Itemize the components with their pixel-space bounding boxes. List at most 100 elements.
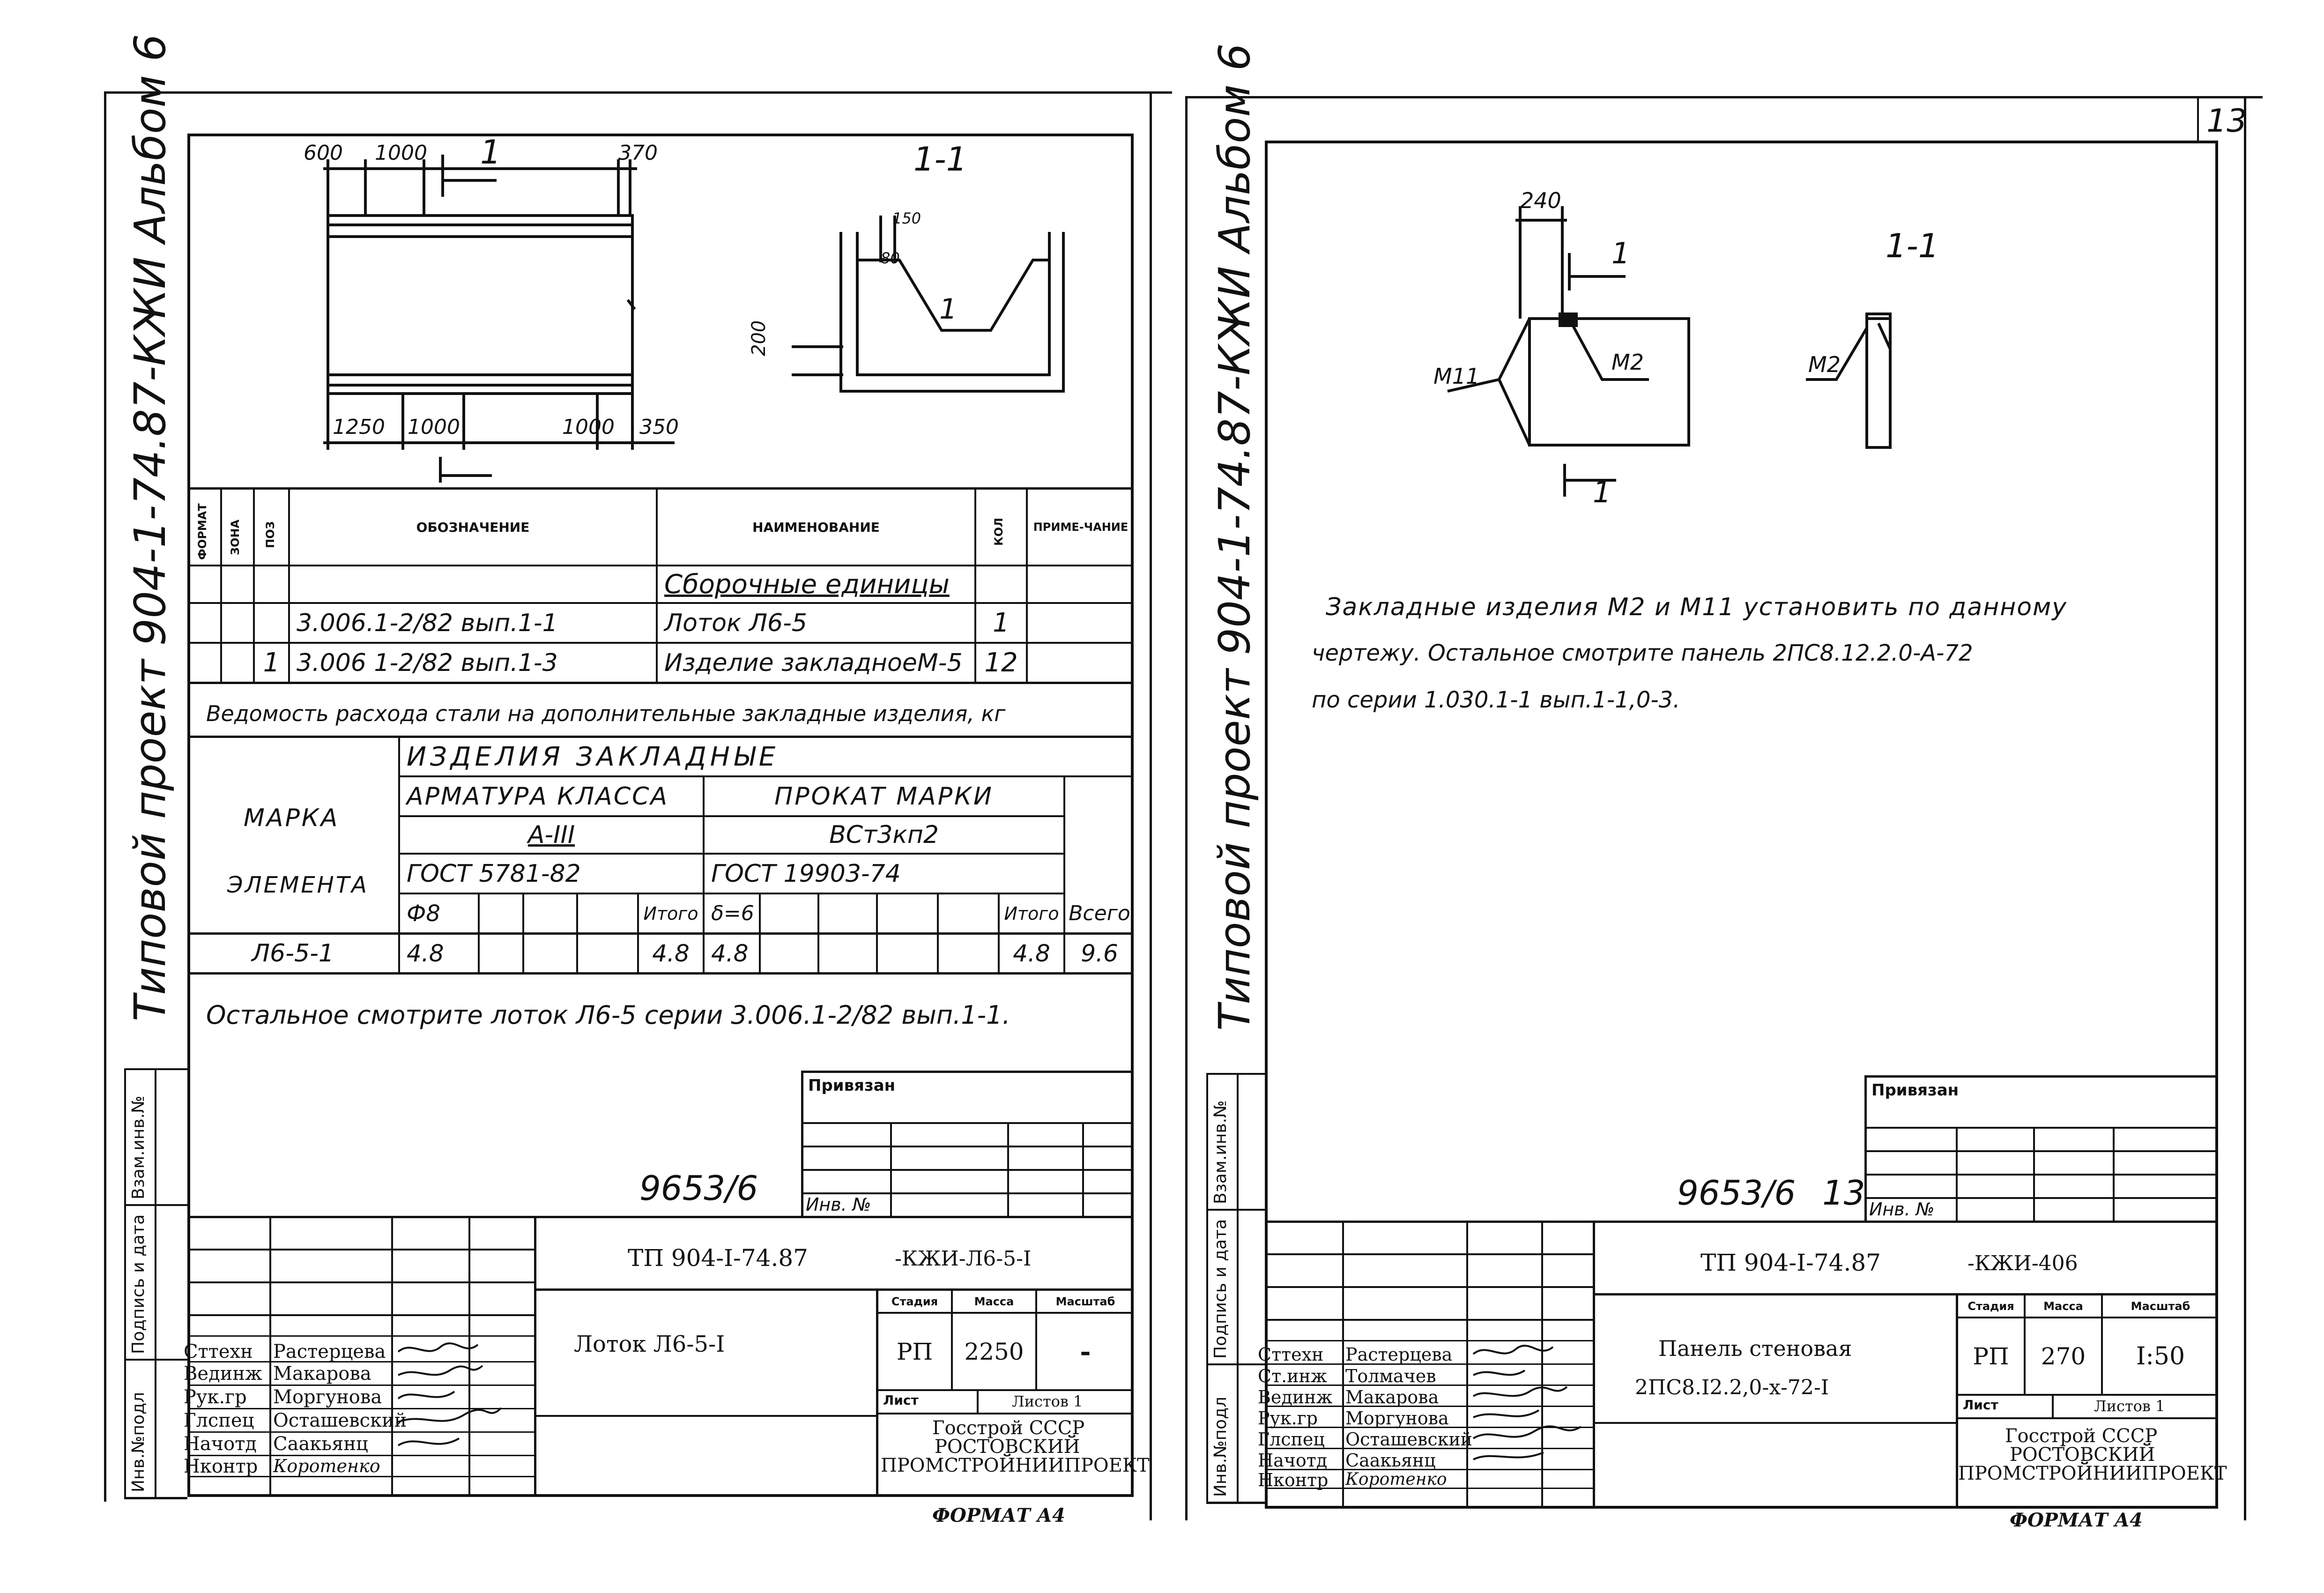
left-inv-no: Инв. № [806, 1194, 871, 1215]
page-number: 13 [2206, 103, 2247, 140]
steel-vsego: Всего [1069, 901, 1130, 925]
steel-itogo-2: Итого [1004, 903, 1059, 924]
left-stamp-massa-val: 2250 [964, 1338, 1024, 1365]
left-stamp-masshtab-val: - [1080, 1336, 1091, 1367]
right-label-1-bottom: 1 [1593, 475, 1611, 509]
spec-row-2-oboz: 3.006 1-2/82 вып.1-3 [297, 648, 558, 677]
right-role-4: Рук.гр [1258, 1408, 1318, 1429]
left-name-5: Саакьянц [273, 1433, 368, 1455]
right-stamp-title-1: Панель стеновая [1658, 1336, 1852, 1361]
right-note-3: по серии 1.030.1-1 вып.1-1,0-3. [1312, 687, 1680, 713]
right-archive-sheet: 13 [1822, 1173, 1865, 1213]
right-inv-no: Инв. № [1869, 1199, 1935, 1220]
right-side-stamp-inv: Инв.№подл [1211, 1396, 1230, 1497]
steel-row-vsego: 9.6 [1081, 940, 1118, 967]
right-name-5: Осташевский [1345, 1429, 1473, 1450]
right-note-2: чертежу. Остальное смотрите панель 2ПС8.… [1312, 640, 1973, 666]
right-archive-no: 9653/6 [1677, 1173, 1796, 1213]
dim-1000-top: 1000 [375, 141, 427, 165]
dim-600: 600 [304, 141, 343, 165]
left-section-label: 1-1 [913, 140, 967, 179]
right-outer-top [1185, 96, 2263, 98]
right-label-m11: М11 [1433, 364, 1480, 389]
right-role-1: Сттехн [1258, 1344, 1324, 1365]
left-stamp-stadiya: Стадия [891, 1295, 938, 1308]
steel-gost-arm: ГОСТ 5781-82 [407, 859, 581, 888]
spec-row-1-kol: 1 [993, 608, 1010, 638]
steel-row-mark: Л6-5-1 [252, 939, 334, 968]
left-name-1: Растерцева [273, 1341, 386, 1362]
right-outer-right [2244, 96, 2246, 1520]
right-signatures [1472, 1345, 1582, 1460]
left-note: Остальное смотрите лоток Л6-5 серии 3.00… [206, 1000, 1010, 1030]
left-outer-top [104, 91, 1172, 94]
right-role-7: Нконтр [1258, 1470, 1329, 1490]
right-stamp-org-3: ПРОМСТРОЙНИИПРОЕКТ [1958, 1463, 2227, 1484]
right-name-2: Толмачев [1345, 1366, 1436, 1386]
left-outer-left [104, 91, 106, 1502]
left-stamp-massa: Масса [974, 1295, 1014, 1308]
right-stamp-title-2: 2ПС8.I2.2,0-х-72-I [1635, 1376, 1829, 1399]
right-stamp-stadiya-val: РП [1973, 1342, 2009, 1370]
spec-section: Сборочные единицы [664, 569, 950, 600]
spec-header-oboz: ОБОЗНАЧЕНИЕ [416, 519, 530, 535]
right-role-6: Начотд [1258, 1450, 1328, 1471]
left-inner-frame [187, 134, 1134, 1497]
right-name-3: Макарова [1345, 1387, 1439, 1407]
left-stamp-code: ТП 904-I-74.87 [628, 1244, 808, 1272]
right-note-1: Закладные изделия М2 и М11 установить по… [1326, 593, 2068, 621]
right-name-1: Растерцева [1345, 1344, 1453, 1365]
left-stamp-title: Лоток Л6-5-I [574, 1331, 725, 1357]
spec-header-name: НАИМЕНОВАНИЕ [752, 519, 880, 535]
dim-1000-b1: 1000 [408, 415, 460, 439]
right-inner-frame [1265, 141, 2218, 1509]
steel-marka-2: ЭЛЕМЕНТА [227, 872, 369, 898]
left-privyazan: Привязан [808, 1076, 896, 1095]
left-stamp-org-1: Госстрой СССР [932, 1417, 1085, 1439]
left-signatures [397, 1342, 502, 1446]
steel-row-delta: 4.8 [711, 940, 749, 967]
left-stamp-stadiya-val: РП [896, 1338, 933, 1365]
right-stamp-listov: Листов 1 [2094, 1397, 2165, 1415]
spec-row-1-oboz: 3.006.1-2/82 вып.1-1 [297, 609, 558, 637]
right-stamp-masshtab: Масштаб [2131, 1299, 2190, 1313]
right-stamp-code: ТП 904-I-74.87 [1700, 1249, 1881, 1276]
right-stamp-massa: Масса [2043, 1299, 2083, 1313]
right-stamp-org-2: РОСТОВСКИЙ [2010, 1444, 2155, 1466]
dim-370: 370 [618, 141, 658, 165]
right-privyazan: Привязан [1871, 1081, 1959, 1100]
right-name-7: Коротенко [1345, 1470, 1447, 1489]
right-stamp-massa-val: 270 [2041, 1342, 2086, 1370]
steel-armatura: АРМАТУРА КЛАССА [407, 782, 669, 811]
left-stamp-org-3: ПРОМСТРОЙНИИПРОЕКТ [881, 1455, 1150, 1476]
steel-armatura-class: А-III [527, 821, 575, 849]
steel-itogo-1: Итого [643, 903, 698, 924]
spec-row-2-kol: 12 [984, 648, 1018, 678]
spec-header-note: ПРИМЕ-ЧАНИЕ [1033, 521, 1129, 534]
steel-row-itogo-1: 4.8 [652, 940, 690, 967]
dim-1250: 1250 [333, 415, 385, 439]
spec-row-2-poz: 1 [263, 648, 280, 678]
right-name-4: Моргунова [1345, 1408, 1449, 1429]
steel-table-title: Ведомость расхода стали на дополнительны… [206, 701, 1006, 726]
steel-phi: Ф8 [407, 900, 440, 927]
right-section-label: 1-1 [1886, 227, 1939, 265]
dim-350: 350 [639, 415, 679, 439]
right-label-m2: М2 [1611, 350, 1644, 375]
left-stamp-code-suffix: -КЖИ-Л6-5-I [895, 1247, 1032, 1271]
left-name-6: Коротенко [273, 1456, 380, 1476]
right-section-m2: М2 [1808, 352, 1841, 377]
spec-row-2-name: Изделие закладноеМ-5 [664, 648, 963, 677]
steel-delta: δ=6 [711, 901, 754, 925]
left-role-2: Вединж [184, 1363, 262, 1385]
position-1-label: 1 [939, 293, 958, 326]
right-stamp-stadiya: Стадия [1968, 1299, 2014, 1313]
steel-row-phi: 4.8 [407, 940, 444, 967]
right-name-6: Саакьянц [1345, 1450, 1436, 1471]
steel-gost-prokat: ГОСТ 19903-74 [711, 859, 901, 888]
right-stamp-masshtab-val: I:50 [2136, 1342, 2185, 1370]
right-format: ФОРМАТ А4 [2010, 1509, 2143, 1531]
left-role-1: Сттехн [184, 1341, 253, 1362]
